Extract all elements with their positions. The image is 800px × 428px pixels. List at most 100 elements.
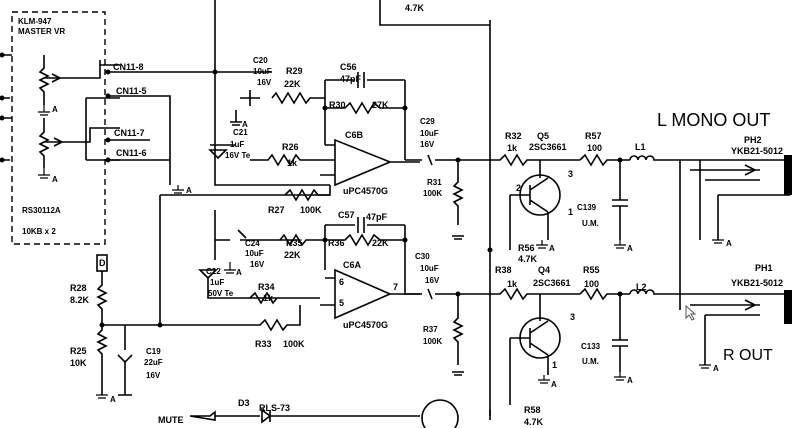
c30-voltage: 16V	[425, 276, 440, 285]
bias-node-label: D	[99, 258, 106, 268]
q5-model: 2SC3661	[529, 142, 567, 152]
c29-value: 10uF	[420, 129, 439, 138]
r33-value: 100K	[283, 339, 305, 349]
c22-value: 1uF	[210, 278, 224, 287]
cn11-8-label: CN11-8	[113, 62, 144, 72]
r58-value: 4.7K	[524, 417, 544, 427]
right-output-stage: R38 1k Q4 2SC3661 3 1 A R55 100 L2 C133 …	[489, 265, 690, 427]
q4-pin1: 1	[552, 360, 557, 370]
gnd-label: A	[186, 186, 192, 195]
r-out-label: R OUT	[723, 347, 773, 364]
left-channel-amp: C20 10uF 16V R29 22K A C56 47pF R30 27K …	[208, 0, 490, 240]
c6a-pin6: 6	[339, 277, 344, 287]
c30-value: 10uF	[420, 264, 439, 273]
c56-label: C56	[340, 62, 357, 72]
c24-voltage: 16V	[250, 260, 265, 269]
gnd-label: A	[242, 120, 248, 129]
c57-value: 47pF	[366, 212, 388, 222]
r56-value: 4.7K	[518, 254, 538, 264]
gnd-label: A	[549, 244, 555, 253]
gnd-label: A	[110, 395, 116, 404]
c21-value: 1uF	[230, 140, 244, 149]
c6a-label: C6A	[343, 260, 362, 270]
gnd-label: A	[627, 244, 633, 253]
r55-value: 100	[584, 279, 599, 289]
q4-model: 2SC3661	[533, 278, 571, 288]
l2-label: L2	[636, 282, 647, 292]
c6a-pin7: 7	[393, 282, 398, 292]
l1-label: L1	[635, 142, 646, 152]
c24-label: C24	[245, 239, 260, 248]
r37-value: 100K	[423, 337, 442, 346]
bias-network: D R28 8.2K R25 10K A C19 22uF 16V	[70, 254, 163, 404]
ph1-label: PH1	[755, 263, 773, 273]
r26-label: R26	[282, 142, 299, 152]
r28-value: 8.2K	[70, 295, 90, 305]
r30-label: R30	[329, 100, 346, 110]
gnd-label: A	[52, 105, 58, 114]
c22-label: C22	[206, 267, 221, 276]
r27-value: 100K	[300, 205, 322, 215]
q4-label: Q4	[538, 265, 550, 275]
r31-value: 100K	[423, 189, 442, 198]
r56-label: R56	[518, 243, 535, 253]
mute-section: MUTE D3 RLS-73	[158, 398, 459, 428]
c21-voltage: 16V Te	[225, 151, 251, 160]
c133-value: U.M.	[582, 357, 599, 366]
mouse-cursor	[685, 304, 697, 321]
left-output-stage: R32 1k Q5 2SC3661 2 3 1 A R56 4.7K R57 1…	[490, 131, 690, 264]
r28-label: R28	[70, 283, 87, 293]
c24-value: 10uF	[245, 249, 264, 258]
r27-label: R27	[268, 205, 285, 215]
gnd-label: A	[551, 380, 557, 389]
r31-label: R31	[427, 178, 442, 187]
c139-value: U.M.	[582, 219, 599, 228]
master-vr-title: MASTER VR	[18, 27, 65, 36]
l-mono-out-label: L MONO OUT	[657, 110, 770, 130]
c6a-pin5: 5	[339, 298, 344, 308]
r25-label: R25	[70, 346, 87, 356]
master-vr-value: 10KB x 2	[22, 227, 56, 236]
r38-value: 1k	[507, 279, 518, 289]
r34-value: 1k	[263, 293, 274, 303]
c21-label: C21	[233, 128, 248, 137]
d3-model: RLS-73	[259, 403, 290, 413]
r34-label: R34	[258, 282, 275, 292]
ph2-part: YKB21-5012	[731, 146, 783, 156]
r58-label: R58	[524, 405, 541, 415]
q5-label: Q5	[537, 131, 549, 141]
c6a-model: uPC4570G	[343, 320, 388, 330]
gnd-label: A	[236, 268, 242, 277]
r57-label: R57	[585, 131, 602, 141]
r35-label: R35	[286, 238, 303, 248]
ph2-label: PH2	[744, 135, 762, 145]
r33-label: R33	[255, 339, 272, 349]
mute-label: MUTE	[158, 415, 184, 425]
c57-label: C57	[338, 210, 355, 220]
gnd-label: A	[52, 175, 58, 184]
cn11-5-label: CN11-5	[116, 86, 147, 96]
c29-label: C29	[420, 117, 435, 126]
master-vr-part-label: KLM-947	[18, 17, 52, 26]
gnd-label: A	[726, 239, 732, 248]
c6b-label: C6B	[345, 130, 364, 140]
r29-label: R29	[286, 66, 303, 76]
top-r-value: 4.7K	[405, 3, 425, 13]
r30-value: 27K	[372, 100, 389, 110]
cn11-7-label: CN11-7	[114, 128, 145, 138]
cn11-6-label: CN11-6	[116, 148, 147, 158]
top-resistor: 4.7K	[379, 0, 493, 420]
c56-value: 47pF	[340, 74, 362, 84]
r36-label: R36	[328, 238, 345, 248]
r36-value: 22K	[372, 238, 389, 248]
c20-label: C20	[253, 56, 268, 65]
c22-voltage: 50V Te	[208, 289, 234, 298]
r25-value: 10K	[70, 358, 87, 368]
c6b-model: uPC4570G	[343, 186, 388, 196]
c29-voltage: 16V	[420, 140, 435, 149]
ph1-part: YKB21-5012	[731, 278, 783, 288]
c30-label: C30	[415, 252, 430, 261]
c139-label: C139	[577, 203, 597, 212]
c19-value: 22uF	[144, 358, 163, 367]
